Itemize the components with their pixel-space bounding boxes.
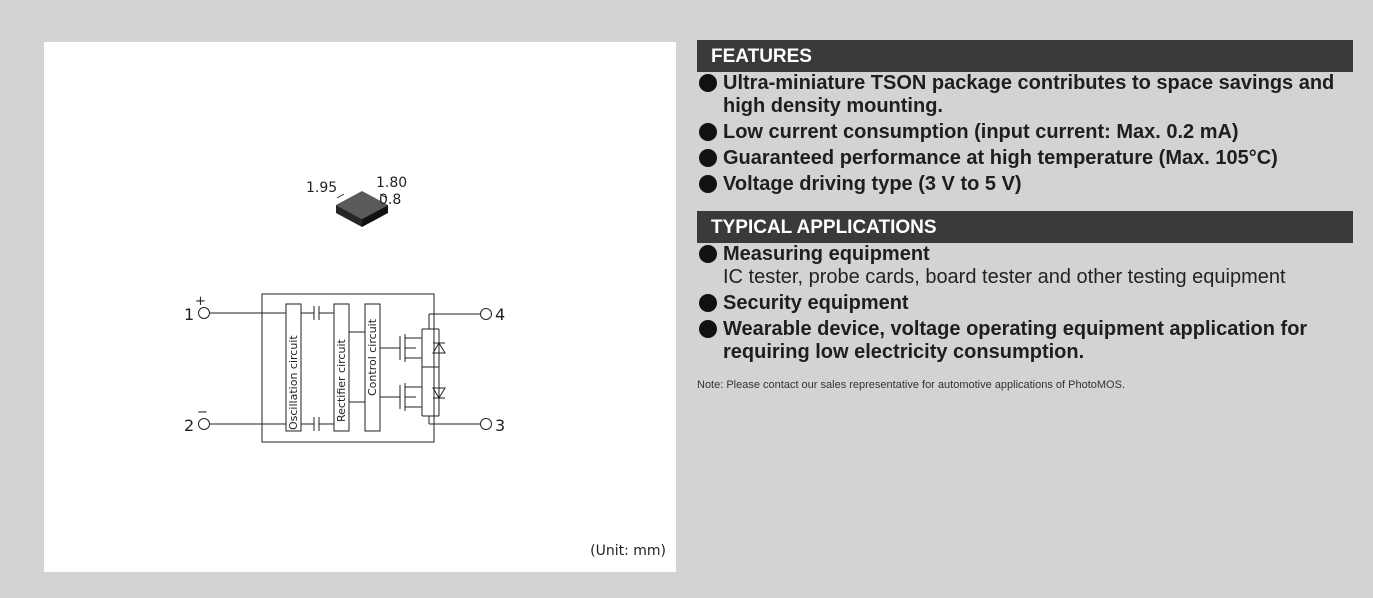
features-list: Ultra-miniature TSON package contributes… [697,72,1353,196]
bullet-icon [699,320,717,338]
applications-header: TYPICAL APPLICATIONS [697,211,1353,243]
block-oscillation-label: Oscillation circuit [287,335,300,430]
pin-minus-label: − [197,405,208,420]
dim-width: 1.80 [376,175,407,191]
application-desc: IC tester, probe cards, board tester and… [723,266,1286,288]
bullet-icon [699,149,717,167]
bullet-icon [699,175,717,193]
feature-item: Guaranteed performance at high temperatu… [697,147,1353,170]
product-image-panel: 1.95 1.80 0.8 [44,42,676,572]
schematic [198,293,492,443]
bullet-icon [699,74,717,92]
application-item: Security equipment [697,292,1353,315]
block-control-label: Control circuit [366,318,379,396]
bullet-icon [699,245,717,263]
feature-item: Voltage driving type (3 V to 5 V) [697,173,1353,196]
feature-item: Low current consumption (input current: … [697,121,1353,144]
unit-note: (Unit: mm) [590,543,666,559]
pin-4-label: 4 [495,305,505,324]
pin-3-label: 3 [495,416,505,435]
bullet-icon [699,294,717,312]
product-diagram: 1.95 1.80 0.8 [184,175,505,443]
block-rectifier-label: Rectifier circuit [335,338,348,422]
bullet-icon [699,123,717,141]
dim-height: 0.8 [379,192,401,208]
pin-2-label: 2 [184,416,194,435]
feature-item: Ultra-miniature TSON package contributes… [697,72,1353,118]
pin-1-label: 1 [184,305,194,324]
package-chip [336,191,388,227]
dim-length: 1.95 [306,180,337,196]
automotive-note: Note: Please contact our sales represent… [697,379,1126,391]
features-header: FEATURES [697,40,1353,72]
pin-plus-label: + [195,294,206,309]
application-item: Wearable device, voltage operating equip… [697,318,1353,364]
info-panel: FEATURES Ultra-miniature TSON package co… [697,40,1353,580]
